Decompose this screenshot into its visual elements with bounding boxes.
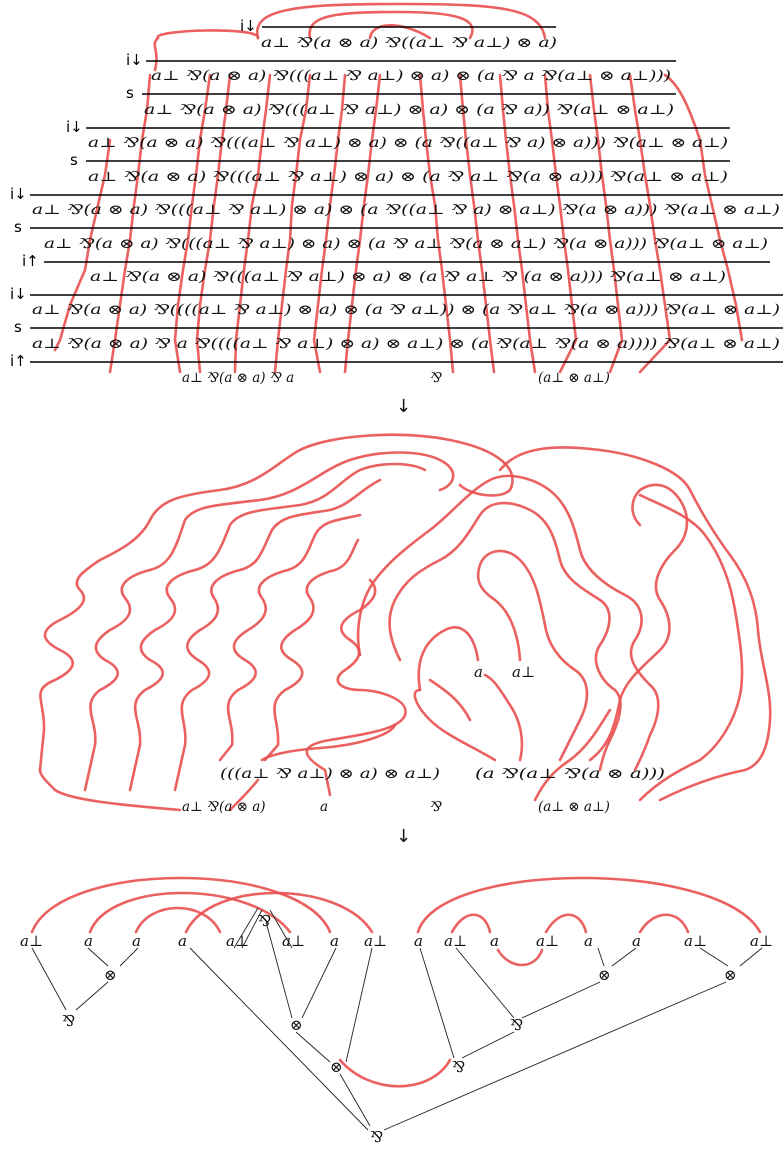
rule-label: i↓ bbox=[10, 285, 27, 303]
down-arrow: ↓ bbox=[396, 826, 411, 847]
net-formula-right: (a ⅋(a⊥ ⅋(a ⊗ a))) bbox=[475, 766, 665, 782]
leaf-atom: a⊥ bbox=[364, 932, 387, 950]
rule-label: s bbox=[14, 318, 22, 336]
tree-leaves: a⊥ a a a a⊥ a⊥ a a⊥ a a⊥ a a⊥ a a a⊥ a⊥ bbox=[20, 932, 773, 950]
tensor-node: ⊗ bbox=[598, 966, 611, 984]
sequent: a⊥ ⅋(a ⊗ a) ⅋(((a⊥ ⅋ a⊥) ⊗ a) ⊗ (a ⅋ a⊥ … bbox=[90, 269, 726, 285]
leaf-atom: a⊥ bbox=[282, 932, 305, 950]
tensor-node: ⊗ bbox=[330, 1058, 343, 1076]
leaf-atom: a bbox=[330, 932, 339, 950]
par-node: ⅋ bbox=[452, 1058, 465, 1076]
net-bottom: (a⊥ ⊗ a⊥) bbox=[538, 799, 610, 815]
net-formula-left: (((a⊥ ⅋ a⊥) ⊗ a) ⊗ a⊥) bbox=[220, 766, 440, 782]
leaf-atom: a⊥ bbox=[444, 932, 467, 950]
leaf-atom: a⊥ bbox=[684, 932, 707, 950]
rule-label: i↓ bbox=[10, 185, 27, 203]
par-node: ⅋ bbox=[258, 912, 271, 930]
sequent: a⊥ ⅋(a ⊗ a) ⅋(((a⊥ ⅋ a⊥) ⊗ a) ⊗ (a ⅋ a ⅋… bbox=[151, 68, 671, 84]
net-bottom: ⅋ bbox=[430, 799, 442, 815]
inner-atom: a⊥ bbox=[512, 663, 535, 681]
sequent: a⊥ ⅋(a ⊗ a) ⅋(((a⊥ ⅋ a⊥) ⊗ a) ⊗ (a ⅋ a⊥ … bbox=[88, 169, 728, 185]
tensor-node: ⊗ bbox=[724, 966, 737, 984]
net-bottom: a⊥ ⅋(a ⊗ a) bbox=[182, 799, 266, 815]
down-arrow: ↓ bbox=[396, 396, 411, 417]
unfolded-net: a a⊥ (((a⊥ ⅋ a⊥) ⊗ a) ⊗ a⊥) (a ⅋(a⊥ ⅋(a … bbox=[40, 435, 770, 815]
leaf-atom: a bbox=[132, 932, 141, 950]
par-node: ⅋ bbox=[62, 1012, 75, 1030]
rule-label: s bbox=[70, 151, 78, 169]
leaf-atom: a⊥ bbox=[750, 932, 773, 950]
leaf-atom: a bbox=[84, 932, 93, 950]
par-node: ⅋ bbox=[510, 1016, 523, 1034]
leaf-atom: a⊥ bbox=[536, 932, 559, 950]
axiom-links bbox=[32, 878, 760, 1086]
leaf-atom: a bbox=[178, 932, 187, 950]
sequent: a⊥ ⅋(a ⊗ a) ⅋(((a⊥ ⅋ a⊥) ⊗ a) ⊗ (a ⅋ a))… bbox=[144, 102, 674, 118]
leaf-atom: a⊥ bbox=[226, 932, 249, 950]
leaf-atom: a⊥ bbox=[20, 932, 43, 950]
conclusion-right: (a⊥ ⊗ a⊥) bbox=[538, 370, 610, 386]
sequent: a⊥ ⅋(a ⊗ a) ⅋(((a⊥ ⅋ a⊥) ⊗ a) ⊗ (a ⅋((a⊥… bbox=[32, 202, 780, 218]
leaf-atom: a bbox=[584, 932, 593, 950]
sequent: a⊥ ⅋(a ⊗ a) ⅋((a⊥ ⅋ a⊥) ⊗ a) bbox=[261, 35, 557, 51]
sequent: a⊥ ⅋(a ⊗ a) ⅋(((a⊥ ⅋ a⊥) ⊗ a) ⊗ (a ⅋ a⊥ … bbox=[44, 236, 768, 252]
sequent: a⊥ ⅋(a ⊗ a) ⅋ a ⅋((((a⊥ ⅋ a⊥) ⊗ a) ⊗ a⊥)… bbox=[32, 336, 780, 352]
rule-label: s bbox=[14, 218, 22, 236]
conclusion-left: a⊥ ⅋(a ⊗ a) ⅋ a bbox=[182, 370, 294, 386]
rule-label: i↑ bbox=[22, 252, 39, 270]
leaf-atom: a bbox=[490, 932, 499, 950]
derivation: i↓ i↓ s i↓ s i↓ s i↑ i↓ s i↑ a⊥ ⅋(a ⊗ a)… bbox=[10, 4, 783, 386]
tensor-node: ⊗ bbox=[104, 966, 117, 984]
net-wires bbox=[40, 435, 770, 810]
tensor-node: ⊗ bbox=[290, 1016, 303, 1034]
tree-edges bbox=[32, 908, 762, 1130]
rule-label: i↓ bbox=[66, 118, 83, 136]
inner-atom: a bbox=[474, 663, 483, 681]
rule-label: i↓ bbox=[126, 51, 143, 69]
rule-label: i↑ bbox=[10, 352, 27, 370]
proof-structure: a⊥ a a a a⊥ a⊥ a a⊥ a a⊥ a a⊥ a a a⊥ a⊥ … bbox=[20, 878, 773, 1146]
par-node: ⅋ bbox=[370, 1128, 383, 1146]
conclusion-par: ⅋ bbox=[430, 370, 442, 386]
sequent: a⊥ ⅋(a ⊗ a) ⅋(((a⊥ ⅋ a⊥) ⊗ a) ⊗ (a ⅋((a⊥… bbox=[88, 135, 728, 151]
leaf-atom: a bbox=[414, 932, 423, 950]
rule-label: i↓ bbox=[240, 17, 257, 35]
rule-label: s bbox=[126, 84, 134, 102]
sequent: a⊥ ⅋(a ⊗ a) ⅋((((a⊥ ⅋ a⊥) ⊗ a) ⊗ (a ⅋ a⊥… bbox=[32, 302, 780, 318]
leaf-atom: a bbox=[632, 932, 641, 950]
net-bottom: a bbox=[320, 799, 328, 815]
